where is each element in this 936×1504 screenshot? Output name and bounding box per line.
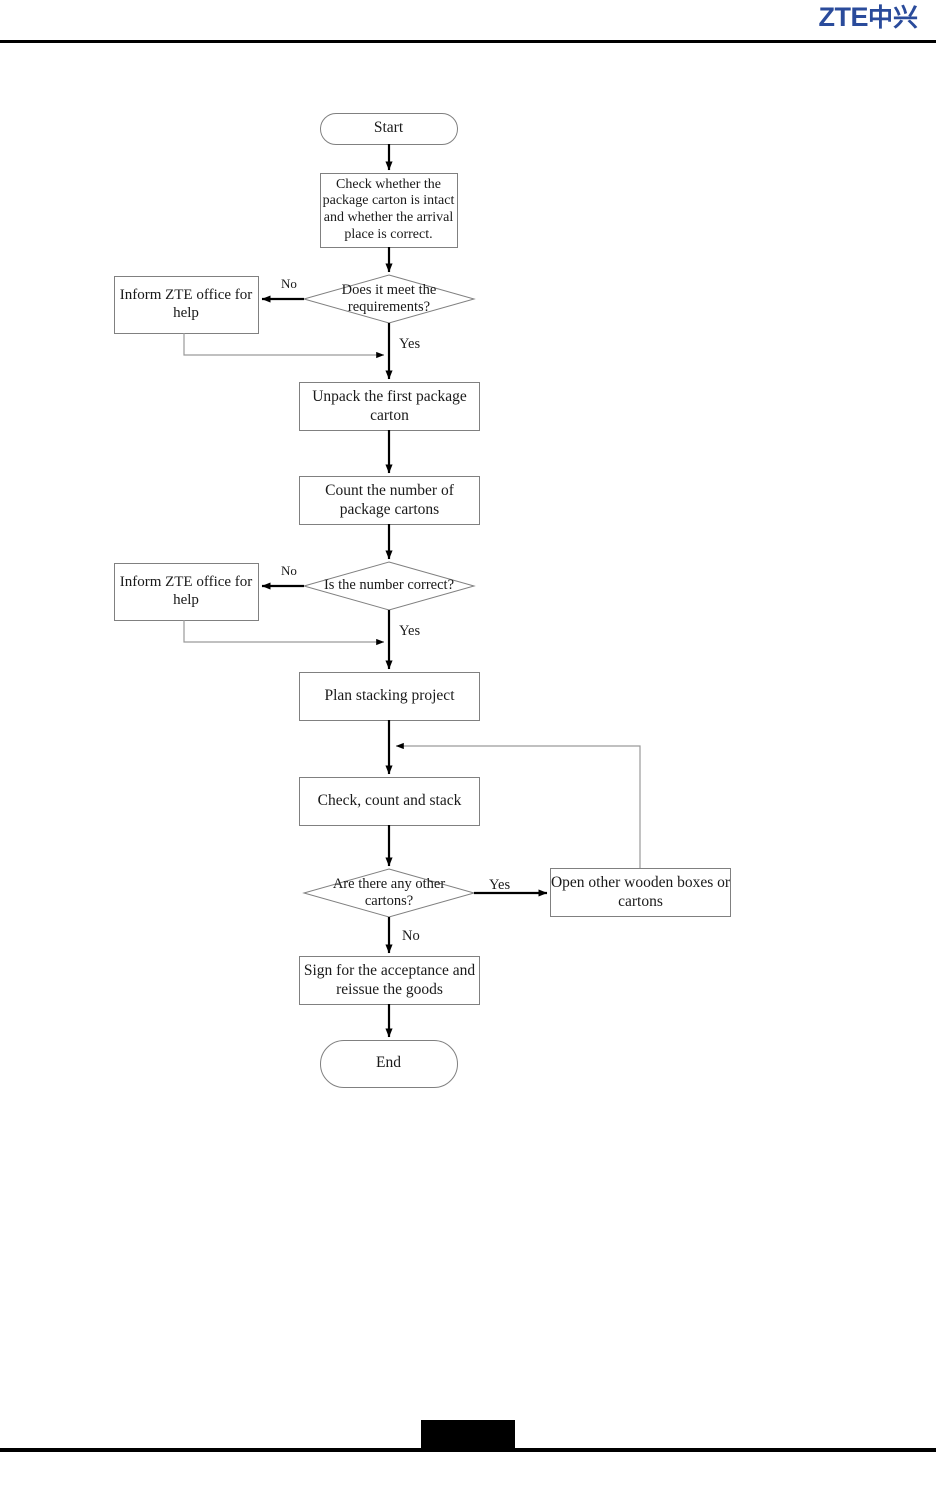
edge-label-decision1-yes: Yes: [399, 336, 421, 352]
edge-inform2-return: [183, 620, 385, 646]
node-unpack: [299, 382, 480, 431]
flow-nodes: [114, 113, 731, 1088]
node-check-count-stack: [299, 777, 480, 826]
node-sign-acceptance: [299, 956, 480, 1005]
footer-redaction-block: [421, 1420, 515, 1450]
node-inform-zte-2: [114, 563, 259, 621]
node-inform-zte-1: [114, 276, 259, 334]
node-count: [299, 476, 480, 525]
edge-label-decision1-no: No: [281, 276, 297, 291]
zte-logo-latin: ZTE: [818, 2, 868, 32]
node-number-correct: [302, 561, 476, 611]
node-end: [320, 1040, 458, 1088]
node-meet-requirements: [302, 274, 476, 324]
edge-openother-return: [395, 742, 641, 868]
zte-logo: ZTE中兴: [818, 4, 918, 31]
edge-label-decision2-no: No: [281, 563, 297, 578]
node-check-carton: [320, 173, 458, 248]
node-start: [320, 113, 458, 145]
edge-inform1-return: [183, 333, 385, 359]
edge-label-decision2-yes: Yes: [399, 623, 421, 639]
footer-rule: [0, 1448, 936, 1452]
node-plan-stacking: [299, 672, 480, 721]
node-other-cartons: [302, 868, 476, 918]
header-rule: [0, 40, 936, 43]
edge-label-decision3-no: No: [402, 928, 420, 944]
flow-return-edges: [183, 333, 641, 868]
node-open-other: [550, 868, 731, 917]
zte-logo-cjk: 中兴: [867, 3, 918, 32]
edge-label-decision3-yes: Yes: [489, 877, 511, 893]
flow-edges: [261, 144, 548, 1038]
